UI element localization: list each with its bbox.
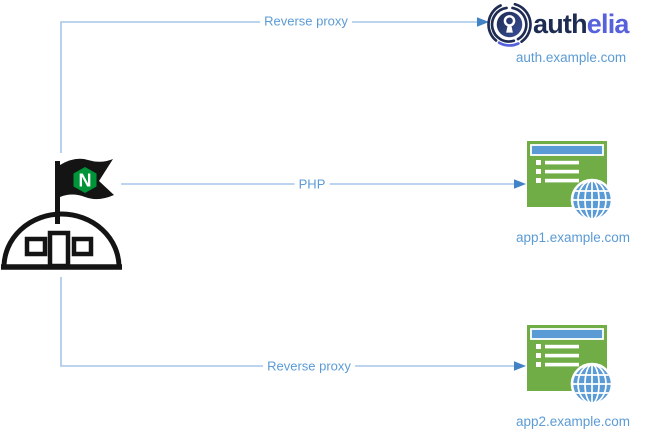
connector-nginx-app2 (60, 277, 514, 367)
authelia-wordmark: authelia (533, 7, 629, 41)
hut-dome (1, 211, 122, 268)
hut-window-left (24, 236, 48, 257)
app1-domain-label: app1.example.com (515, 230, 631, 245)
hut-window-right (71, 236, 94, 257)
keyhole-stem (506, 25, 513, 33)
connector-nginx-authelia (60, 21, 477, 153)
authelia-inner-arc-left (490, 6, 516, 43)
authelia-outer-arc-right (513, 2, 532, 43)
list-line (545, 160, 579, 165)
app-window-titlebar (530, 328, 604, 340)
list-bullet (536, 353, 541, 358)
app-window-icon (527, 325, 614, 406)
list-bullet (536, 344, 541, 349)
authelia-node (486, 1, 533, 53)
hut-door (47, 230, 71, 269)
arrowhead-icon (514, 179, 526, 189)
nginx-letter: N (79, 171, 92, 191)
app2-node (523, 321, 619, 418)
authelia-wordmark-light: elia (586, 9, 630, 39)
auth-domain-label: auth.example.com (515, 50, 627, 65)
arrowhead-icon (514, 361, 526, 371)
authelia-outer-arc-left (487, 4, 502, 42)
nginx-node: N (0, 148, 128, 277)
list-line (545, 169, 579, 174)
edge-label-php: PHP (294, 176, 330, 192)
list-bullet (536, 160, 541, 165)
authelia-logo-icon (487, 2, 532, 47)
list-bullet (536, 362, 541, 367)
list-bullet (536, 169, 541, 174)
list-line (545, 362, 579, 367)
nginx-hut-icon: N (1, 158, 122, 270)
arrowhead-icon (477, 17, 489, 27)
app-window-icon (527, 141, 614, 222)
app-window-titlebar (530, 144, 604, 156)
edge-label-reverse-proxy-auth: Reverse proxy (260, 13, 352, 29)
authelia-inner-arc-right (511, 6, 528, 41)
authelia-wordmark-dark: auth (533, 9, 588, 39)
list-line (545, 178, 579, 183)
nginx-hexagon-icon (73, 167, 97, 193)
list-line (545, 353, 579, 358)
app1-node (523, 137, 619, 234)
app2-domain-label: app2.example.com (515, 414, 631, 429)
list-line (545, 344, 579, 349)
list-bullet (536, 178, 541, 183)
authelia-outer-arc-bottom (497, 41, 520, 47)
edge-label-reverse-proxy-app2: Reverse proxy (263, 358, 355, 374)
